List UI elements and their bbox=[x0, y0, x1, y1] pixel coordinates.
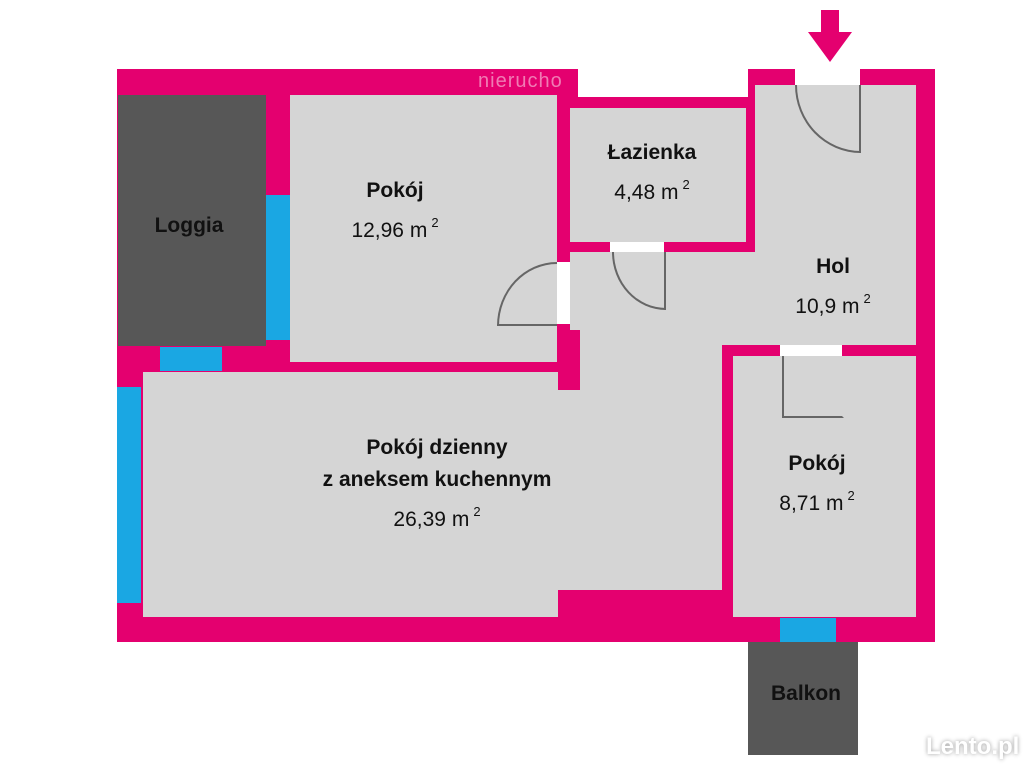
door-swing bbox=[782, 356, 844, 418]
entrance-gap bbox=[795, 69, 860, 85]
area-exponent: 2 bbox=[473, 504, 481, 519]
wall-stub bbox=[558, 330, 580, 390]
window bbox=[160, 347, 222, 371]
living-room bbox=[143, 372, 722, 617]
room-name: Łazienka bbox=[607, 141, 697, 164]
room-name-2: z aneksem kuchennym bbox=[322, 468, 552, 491]
area-exponent: 2 bbox=[431, 215, 439, 230]
area-exponent: 2 bbox=[863, 291, 871, 306]
door-opening bbox=[610, 242, 664, 252]
room-name: Loggia bbox=[154, 214, 224, 237]
window bbox=[780, 618, 836, 642]
room-label-loggia: Loggia bbox=[155, 210, 224, 242]
room-name: Balkon bbox=[770, 682, 842, 705]
entrance-arrow-icon bbox=[808, 10, 852, 62]
room-area: 4,48 m bbox=[614, 181, 679, 204]
room-label-balcony: Balkon bbox=[771, 678, 841, 710]
watermark: nierucho bbox=[478, 70, 563, 92]
room-name: Pokój bbox=[366, 179, 424, 202]
room-name: Pokój bbox=[788, 452, 846, 475]
balcony bbox=[748, 642, 858, 755]
window bbox=[117, 387, 141, 603]
area-exponent: 2 bbox=[847, 488, 855, 503]
room-area: 8,71 m bbox=[779, 492, 844, 515]
room-area: 10,9 m bbox=[795, 295, 860, 318]
lento-logo: Lento.pl bbox=[926, 733, 1020, 760]
bathroom bbox=[570, 108, 746, 242]
door-opening bbox=[557, 262, 570, 324]
loggia bbox=[118, 95, 266, 346]
area-exponent: 2 bbox=[682, 177, 690, 192]
room-name: Pokój dzienny bbox=[366, 436, 508, 459]
window bbox=[266, 195, 290, 340]
room-name: Hol bbox=[816, 255, 850, 278]
door-opening bbox=[780, 345, 842, 356]
room-area: 12,96 m bbox=[351, 219, 428, 242]
room-area: 26,39 m bbox=[393, 508, 470, 531]
wall-notch bbox=[578, 69, 748, 97]
wall-segment bbox=[558, 590, 722, 617]
